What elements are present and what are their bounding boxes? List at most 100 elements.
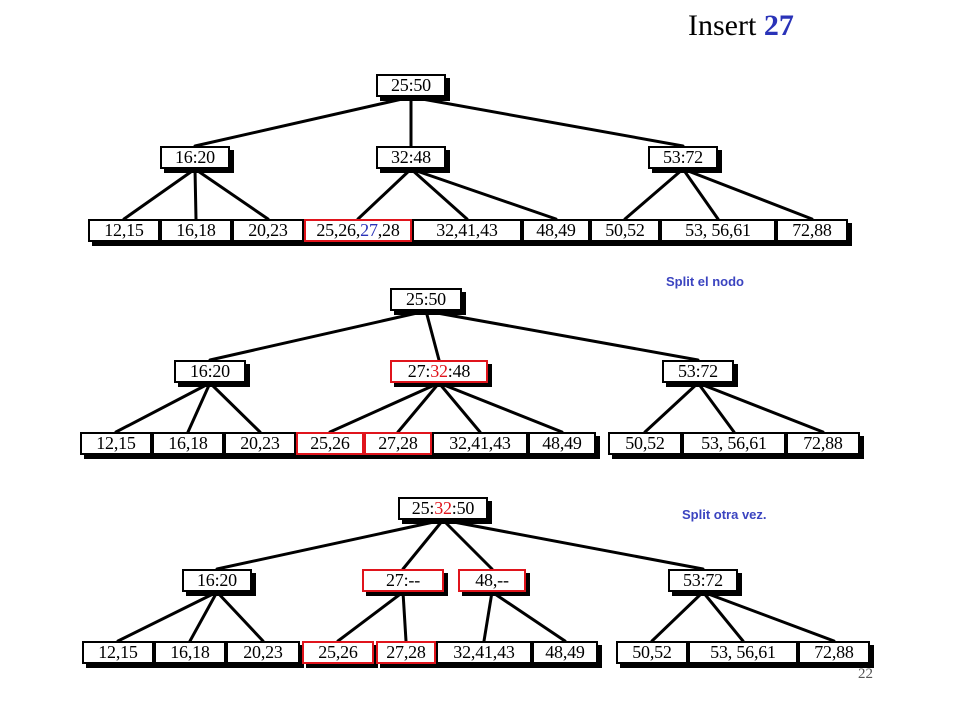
tree2-leaf-node-text: 12,15 — [96, 433, 136, 453]
page-number: 22 — [858, 666, 873, 682]
title-number: 27 — [763, 9, 794, 42]
edge — [215, 518, 445, 571]
tree2-internal-node-text: 16:20 — [189, 361, 230, 381]
tree2-leaf-node-text: 48,49 — [542, 433, 582, 453]
edge — [208, 309, 428, 362]
tree2-internal-node: 27:32:48 — [390, 360, 488, 383]
edge — [696, 381, 736, 434]
tree3-leaf-node: 72,88 — [798, 641, 870, 664]
edge — [409, 167, 558, 221]
tree3-leaf-node-text: 16,18 — [170, 642, 210, 662]
tree3-leaf-node-text: 20,23 — [243, 642, 283, 662]
tree3-leaf-node: 48,49 — [532, 641, 598, 664]
tree2-leaf-node: 25,26 — [296, 432, 364, 455]
tree3-root-node-text: 25: — [411, 498, 435, 518]
tree1-internal-node-text: 53:72 — [662, 147, 703, 167]
tree3-leaf-node-text: 27,28 — [386, 642, 426, 662]
edge — [122, 167, 197, 221]
edge — [409, 95, 685, 148]
tree2-leaf-node: 12,15 — [80, 432, 152, 455]
tree2-leaf-node-text: 32,41,43 — [449, 433, 511, 453]
edge — [482, 590, 494, 643]
tree1-leaf-node-text: 48,49 — [536, 220, 576, 240]
tree1-leaf-node-text: ,28 — [377, 220, 400, 240]
edge — [437, 381, 482, 434]
tree2-root-node-text: 25:50 — [405, 289, 446, 309]
tree2-leaf-node-text: 16,18 — [168, 433, 208, 453]
edge — [409, 167, 469, 221]
tree1-leaf-node: 72,88 — [776, 219, 848, 242]
edge — [701, 590, 745, 643]
edge — [116, 590, 219, 643]
tree2-internal-node-text: 32 — [430, 361, 448, 381]
tree1-leaf-node-text: 12,15 — [104, 220, 144, 240]
edge — [437, 381, 564, 434]
tree2-leaf-node: 32,41,43 — [432, 432, 528, 455]
tree2-leaf-node-text: 25,26 — [310, 433, 350, 453]
edge — [643, 381, 700, 434]
tree2-leaf-node-text: 20,23 — [240, 433, 280, 453]
tree3-leaf-node-text: 12,15 — [98, 642, 138, 662]
tree1-leaf-node: 53, 56,61 — [660, 219, 776, 242]
tree2-leaf-node: 20,23 — [224, 432, 296, 455]
tree1-internal-node-text: 32:48 — [390, 147, 431, 167]
tree3-leaf-node-text: 72,88 — [814, 642, 854, 662]
edge — [193, 167, 270, 221]
tree1-leaf-node-text: 72,88 — [792, 220, 832, 240]
tree1-leaf-node-text: 20,23 — [248, 220, 288, 240]
tree2-internal-node-text: :48 — [447, 361, 471, 381]
edge — [424, 309, 441, 362]
tree3-leaf-node: 27,28 — [376, 641, 436, 664]
tree3-leaf-node: 53, 56,61 — [688, 641, 798, 664]
edge — [681, 167, 814, 221]
tree2-internal-node: 53:72 — [662, 360, 734, 383]
tree3-internal-node-text: 16:20 — [196, 570, 237, 590]
tree2-internal-node-text: 27: — [407, 361, 431, 381]
tree3-leaf-node-text: 25,26 — [318, 642, 358, 662]
title-text: Insert — [688, 9, 757, 42]
tree1-leaf-node: 48,49 — [522, 219, 590, 242]
note-split-node: Split el nodo — [666, 274, 744, 289]
tree2-leaf-node: 48,49 — [528, 432, 596, 455]
tree2-leaf-node: 53, 56,61 — [682, 432, 786, 455]
tree2-leaf-node-text: 50,52 — [625, 433, 665, 453]
tree3-root-node-text: 32 — [434, 498, 452, 518]
tree1-leaf-node: 20,23 — [232, 219, 304, 242]
edge — [396, 381, 441, 434]
edge — [401, 518, 445, 571]
tree3-root-node-text: :50 — [451, 498, 475, 518]
edge — [681, 167, 720, 221]
edge — [650, 590, 705, 643]
tree3-leaf-node: 32,41,43 — [436, 641, 532, 664]
edge — [441, 518, 494, 571]
tree3-leaf-node: 50,52 — [616, 641, 688, 664]
edge — [441, 518, 705, 571]
tree2-internal-node: 16:20 — [174, 360, 246, 383]
tree2-leaf-node: 16,18 — [152, 432, 224, 455]
tree2-leaf-node: 27,28 — [364, 432, 432, 455]
tree1-leaf-node: 50,52 — [590, 219, 660, 242]
tree3-internal-node: 48,-- — [458, 569, 526, 592]
tree3-internal-node-text: 53:72 — [682, 570, 723, 590]
tree2-leaf-node-text: 53, 56,61 — [701, 433, 767, 453]
tree1-root-node: 25:50 — [376, 74, 446, 97]
edge — [424, 309, 700, 362]
tree1-internal-node-text: 16:20 — [174, 147, 215, 167]
tree3-root-node: 25:32:50 — [398, 497, 488, 520]
tree3-internal-node: 27:-- — [362, 569, 444, 592]
tree3-leaf-node: 12,15 — [82, 641, 154, 664]
tree3-leaf-node: 25,26 — [302, 641, 374, 664]
edge — [114, 381, 212, 434]
edge — [208, 381, 262, 434]
tree2-leaf-node-text: 27,28 — [378, 433, 418, 453]
edge — [701, 590, 836, 643]
tree3-leaf-node: 16,18 — [154, 641, 226, 664]
tree1-internal-node: 53:72 — [648, 146, 718, 169]
tree2-leaf-node: 72,88 — [786, 432, 860, 455]
edge — [328, 381, 441, 434]
tree1-internal-node: 32:48 — [376, 146, 446, 169]
edge — [623, 167, 685, 221]
tree3-leaf-node-text: 50,52 — [632, 642, 672, 662]
tree1-root-node-text: 25:50 — [390, 75, 431, 95]
